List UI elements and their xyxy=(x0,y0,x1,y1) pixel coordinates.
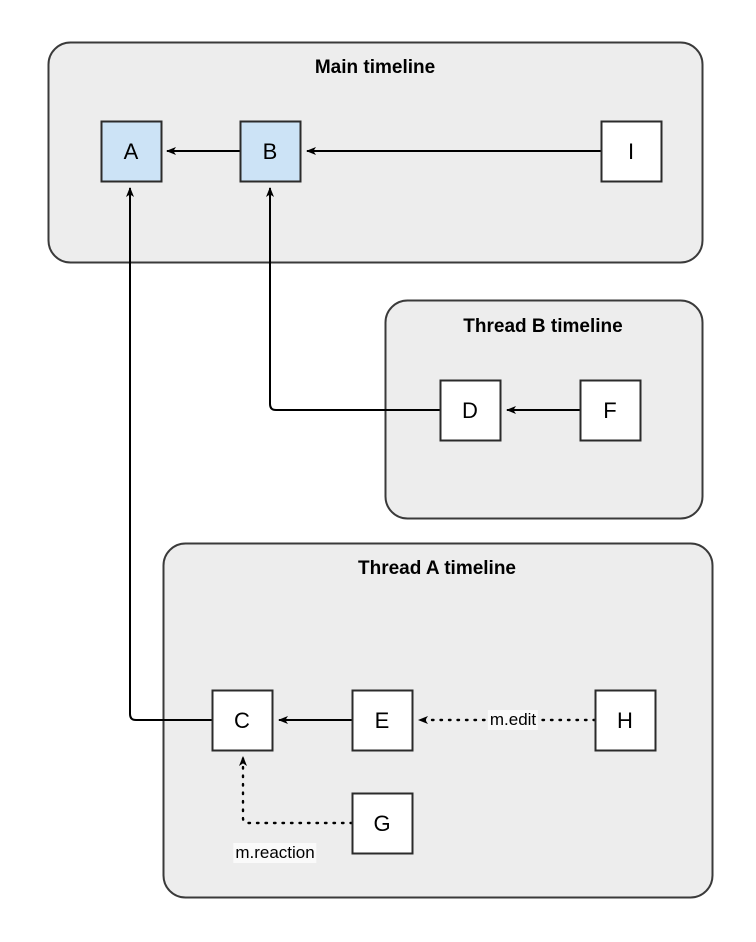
event-node-I[interactable] xyxy=(600,120,663,183)
event-node-H[interactable] xyxy=(594,689,657,752)
edge-label-H-to-E: m.edit xyxy=(487,710,539,730)
edge-label-G-to-C: m.reaction xyxy=(233,843,317,863)
event-node-A[interactable] xyxy=(100,120,163,183)
event-node-C[interactable] xyxy=(211,689,274,752)
edge-G-to-C xyxy=(239,755,354,825)
event-node-G[interactable] xyxy=(351,792,414,855)
event-node-F[interactable] xyxy=(579,379,642,442)
event-node-E[interactable] xyxy=(351,689,414,752)
event-nodes-layer xyxy=(100,120,663,855)
timeline-group-title-thread_a: Thread A timeline xyxy=(357,558,517,579)
event-node-D[interactable] xyxy=(439,379,502,442)
event-node-B[interactable] xyxy=(239,120,302,183)
timeline-group-title-thread_b: Thread B timeline xyxy=(463,316,623,337)
edge-C-to-A xyxy=(126,187,212,721)
edges-layer xyxy=(126,147,601,825)
timeline-group-title-main: Main timeline xyxy=(314,57,436,78)
timeline-group-main xyxy=(47,41,704,264)
edge-D-to-B xyxy=(266,187,440,411)
